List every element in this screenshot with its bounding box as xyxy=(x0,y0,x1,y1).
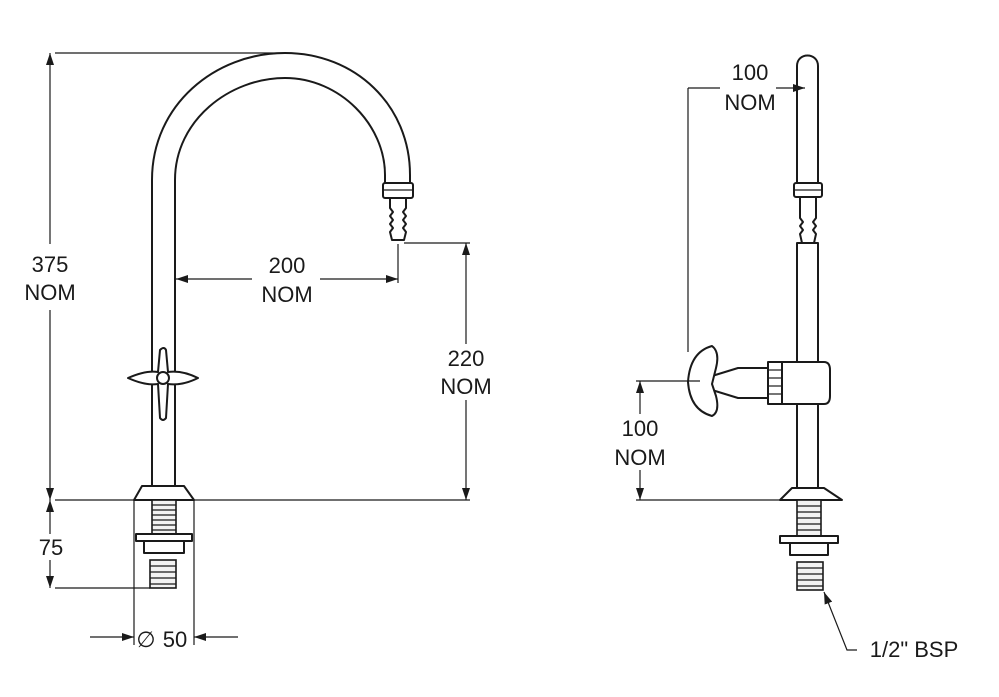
dimension-spout-offset-unit: NOM xyxy=(724,90,775,115)
front-mounting-flange xyxy=(133,485,195,501)
front-hose-nozzle xyxy=(389,197,407,241)
side-valve-spindle xyxy=(711,367,769,399)
front-view: 375 NOM 200 NOM 220 NOM 75 xyxy=(18,52,502,652)
side-handle xyxy=(687,345,719,417)
dimension-body-diameter-symbol: ∅ xyxy=(136,627,155,652)
front-washer xyxy=(135,533,193,542)
dimension-height-overall-value: 375 xyxy=(32,252,69,277)
dimension-body-diameter-value: 50 xyxy=(163,627,187,652)
dimension-spout-reach: 200 NOM xyxy=(176,244,399,307)
dimension-outlet-height: 220 NOM xyxy=(404,242,502,500)
dimension-spout-reach-value: 200 xyxy=(269,253,306,278)
front-back-nut xyxy=(143,540,185,554)
side-washer xyxy=(779,535,839,544)
dimension-handle-height: 100 NOM xyxy=(614,380,800,501)
side-view: 100 NOM 100 NOM 1/2" BSP xyxy=(614,54,959,662)
side-riser-tube xyxy=(796,54,819,184)
dimension-handle-height-value: 100 xyxy=(622,416,659,441)
dimension-height-overall: 375 NOM xyxy=(18,52,470,501)
dimension-height-overall-unit: NOM xyxy=(24,280,75,305)
dimension-spout-offset-value: 100 xyxy=(732,60,769,85)
side-tail-connector xyxy=(796,561,824,591)
side-valve-body xyxy=(769,361,831,405)
dimension-shank-length-value: 75 xyxy=(39,535,63,560)
dimension-spout-offset: 100 NOM xyxy=(687,60,805,352)
side-back-nut xyxy=(789,542,829,556)
dimension-outlet-height-value: 220 xyxy=(448,346,485,371)
callout-connection-thread: 1/2" BSP xyxy=(823,591,959,662)
front-tail-connector xyxy=(149,559,177,589)
side-valve-nut xyxy=(767,361,783,405)
dimension-outlet-height-unit: NOM xyxy=(440,374,491,399)
side-mounting-flange xyxy=(779,487,843,501)
dimension-spout-reach-unit: NOM xyxy=(261,282,312,307)
dimension-handle-height-unit: NOM xyxy=(614,445,665,470)
front-cross-handle xyxy=(127,347,199,421)
side-hose-nozzle xyxy=(799,196,817,244)
dimension-body-diameter: ∅ 50 xyxy=(90,500,238,652)
callout-connection-thread-label: 1/2" BSP xyxy=(870,637,959,662)
dimension-shank-length: 75 xyxy=(30,500,150,589)
front-shank-thread-lines xyxy=(152,504,176,531)
front-gooseneck-spout xyxy=(151,52,411,491)
